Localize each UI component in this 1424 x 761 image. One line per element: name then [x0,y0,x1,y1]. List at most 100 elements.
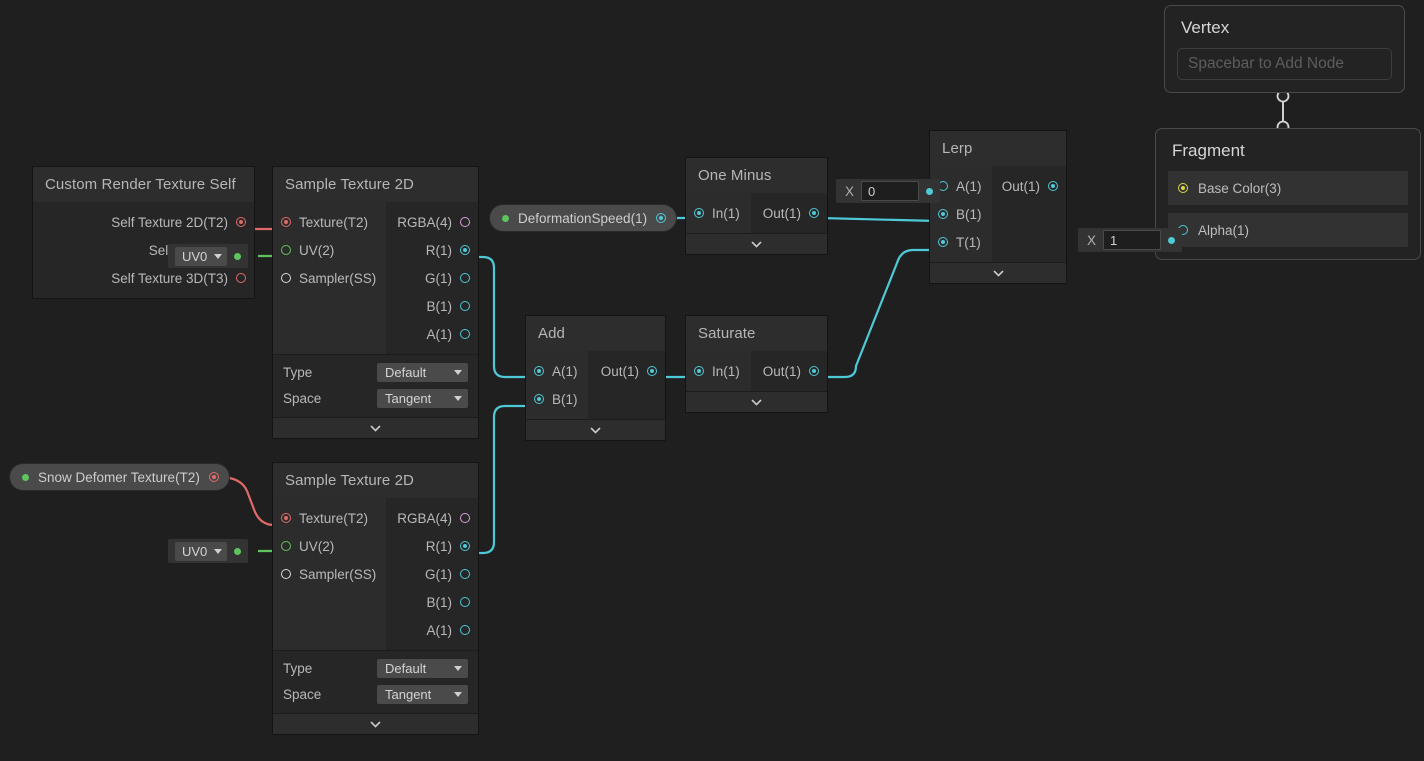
node-one-minus[interactable]: One Minus In(1) Out(1) [686,158,827,254]
port-row-out[interactable]: Out(1) [588,357,665,385]
setting-label-space: Space [283,686,322,702]
block-base-color[interactable]: Base Color(3) [1168,171,1408,205]
port-dot-base-color[interactable] [1178,183,1188,193]
port-row-out[interactable]: Out(1) [751,199,827,227]
port-dot-snow-deformer-texture[interactable] [208,472,219,482]
port-dot-rgba[interactable] [460,217,470,227]
uv-channel-widget-bottom[interactable]: UV0 [168,539,249,563]
property-snow-deformer-texture[interactable]: Snow Defomer Texture(T2) [10,464,229,490]
port-row-rgba[interactable]: RGBA(4) [386,208,478,236]
node-title: Saturate [686,316,827,351]
block-alpha[interactable]: Alpha(1) [1168,213,1408,247]
float-output-dot[interactable] [926,187,934,195]
port-dot-uv[interactable] [281,541,291,551]
node-expander-toggle[interactable] [686,391,827,412]
port-dot-g[interactable] [460,569,470,579]
port-row-uv[interactable]: UV(2) [273,532,386,560]
port-dot-a[interactable] [460,329,470,339]
port-row-a[interactable]: A(1) [386,320,478,348]
float-widget-alpha[interactable]: X 1 [1078,228,1183,252]
node-expander-toggle[interactable] [273,713,478,734]
port-dot-r[interactable] [460,541,470,551]
node-expander-toggle[interactable] [686,233,827,254]
node-sample-texture-2d-top[interactable]: Sample Texture 2D Texture(T2) UV(2) Samp… [273,167,478,438]
port-row-r[interactable]: R(1) [386,236,478,264]
port-row-texture[interactable]: Texture(T2) [273,504,386,532]
property-indicator-dot [502,214,509,222]
port-dot-b[interactable] [460,301,470,311]
port-dot-self-texture-2d[interactable] [236,217,246,227]
node-saturate[interactable]: Saturate In(1) Out(1) [686,316,827,412]
port-dot-texture[interactable] [281,217,291,227]
port-row-self-texture-2d[interactable]: Self Texture 2D(T2) [33,208,254,236]
port-row-a[interactable]: A(1) [526,357,588,385]
node-expander-toggle[interactable] [273,417,478,438]
node-custom-render-texture-self[interactable]: Custom Render Texture Self Self Texture … [33,167,254,298]
port-dot-in[interactable] [694,208,704,218]
port-row-t[interactable]: T(1) [930,228,992,256]
port-dot-g[interactable] [460,273,470,283]
master-stack-vertex[interactable]: Vertex Spacebar to Add Node [1164,5,1405,93]
uv-channel-dropdown-top[interactable]: UV0 [175,246,228,266]
port-dot-sampler[interactable] [281,273,291,283]
port-row-sampler[interactable]: Sampler(SS) [273,560,386,588]
port-dot-texture[interactable] [281,513,291,523]
float-output-dot[interactable] [1168,236,1176,244]
setting-dropdown-type[interactable]: Default [377,658,468,678]
edge-saturate-out-to-lerp-t [820,248,937,379]
port-row-b[interactable]: B(1) [386,292,478,320]
float-value-input[interactable]: 0 [861,181,920,201]
port-dot-rgba[interactable] [460,513,470,523]
uv-channel-widget-top[interactable]: UV0 [168,244,249,268]
port-row-g[interactable]: G(1) [386,560,478,588]
port-row-self-texture-3d[interactable]: Self Texture 3D(T3) [33,264,254,292]
port-dot-uv[interactable] [281,245,291,255]
port-row-sampler[interactable]: Sampler(SS) [273,264,386,292]
port-dot-out[interactable] [809,366,819,376]
port-row-out[interactable]: Out(1) [992,172,1066,200]
node-add[interactable]: Add A(1) B(1) Out(1) [526,316,665,440]
float-widget-lerp-a[interactable]: X 0 [836,179,941,203]
port-row-in[interactable]: In(1) [686,199,751,227]
port-row-uv[interactable]: UV(2) [273,236,386,264]
port-dot-b[interactable] [938,209,948,219]
port-dot-in[interactable] [694,366,704,376]
port-dot-a[interactable] [460,625,470,635]
port-row-texture[interactable]: Texture(T2) [273,208,386,236]
port-dot-out[interactable] [647,366,657,376]
setting-dropdown-space[interactable]: Tangent [377,388,468,408]
node-expander-toggle[interactable] [526,419,665,440]
master-stack-fragment[interactable]: Fragment Base Color(3) Alpha(1) [1155,128,1421,260]
port-row-out[interactable]: Out(1) [751,357,827,385]
node-sample-texture-2d-bottom[interactable]: Sample Texture 2D Texture(T2) UV(2) Samp… [273,463,478,734]
port-dot-sampler[interactable] [281,569,291,579]
setting-dropdown-type[interactable]: Default [377,362,468,382]
port-row-in[interactable]: In(1) [686,357,751,385]
port-row-g[interactable]: G(1) [386,264,478,292]
property-deformation-speed[interactable]: DeformationSpeed(1) [490,205,677,231]
port-dot-t[interactable] [938,237,948,247]
setting-dropdown-space[interactable]: Tangent [377,684,468,704]
port-dot-deformation-speed[interactable] [656,213,667,223]
port-row-b[interactable]: B(1) [930,200,992,228]
uv-output-dot-top[interactable] [234,252,242,260]
node-expander-toggle[interactable] [930,262,1066,283]
add-node-placeholder[interactable]: Spacebar to Add Node [1177,48,1392,80]
uv-channel-dropdown-bottom[interactable]: UV0 [175,541,228,561]
port-row-b[interactable]: B(1) [386,588,478,616]
port-dot-r[interactable] [460,245,470,255]
port-row-rgba[interactable]: RGBA(4) [386,504,478,532]
port-dot-out[interactable] [1048,181,1058,191]
node-lerp[interactable]: Lerp A(1) B(1) T(1) Out(1) [930,131,1066,283]
port-dot-out[interactable] [809,208,819,218]
port-dot-self-texture-3d[interactable] [236,273,246,283]
port-dot-b[interactable] [534,394,544,404]
uv-output-dot-bottom[interactable] [234,547,242,555]
port-row-r[interactable]: R(1) [386,532,478,560]
port-row-a[interactable]: A(1) [386,616,478,644]
port-dot-a[interactable] [534,366,544,376]
float-value-input[interactable]: 1 [1103,230,1162,250]
port-row-b[interactable]: B(1) [526,385,588,413]
port-dot-b[interactable] [460,597,470,607]
